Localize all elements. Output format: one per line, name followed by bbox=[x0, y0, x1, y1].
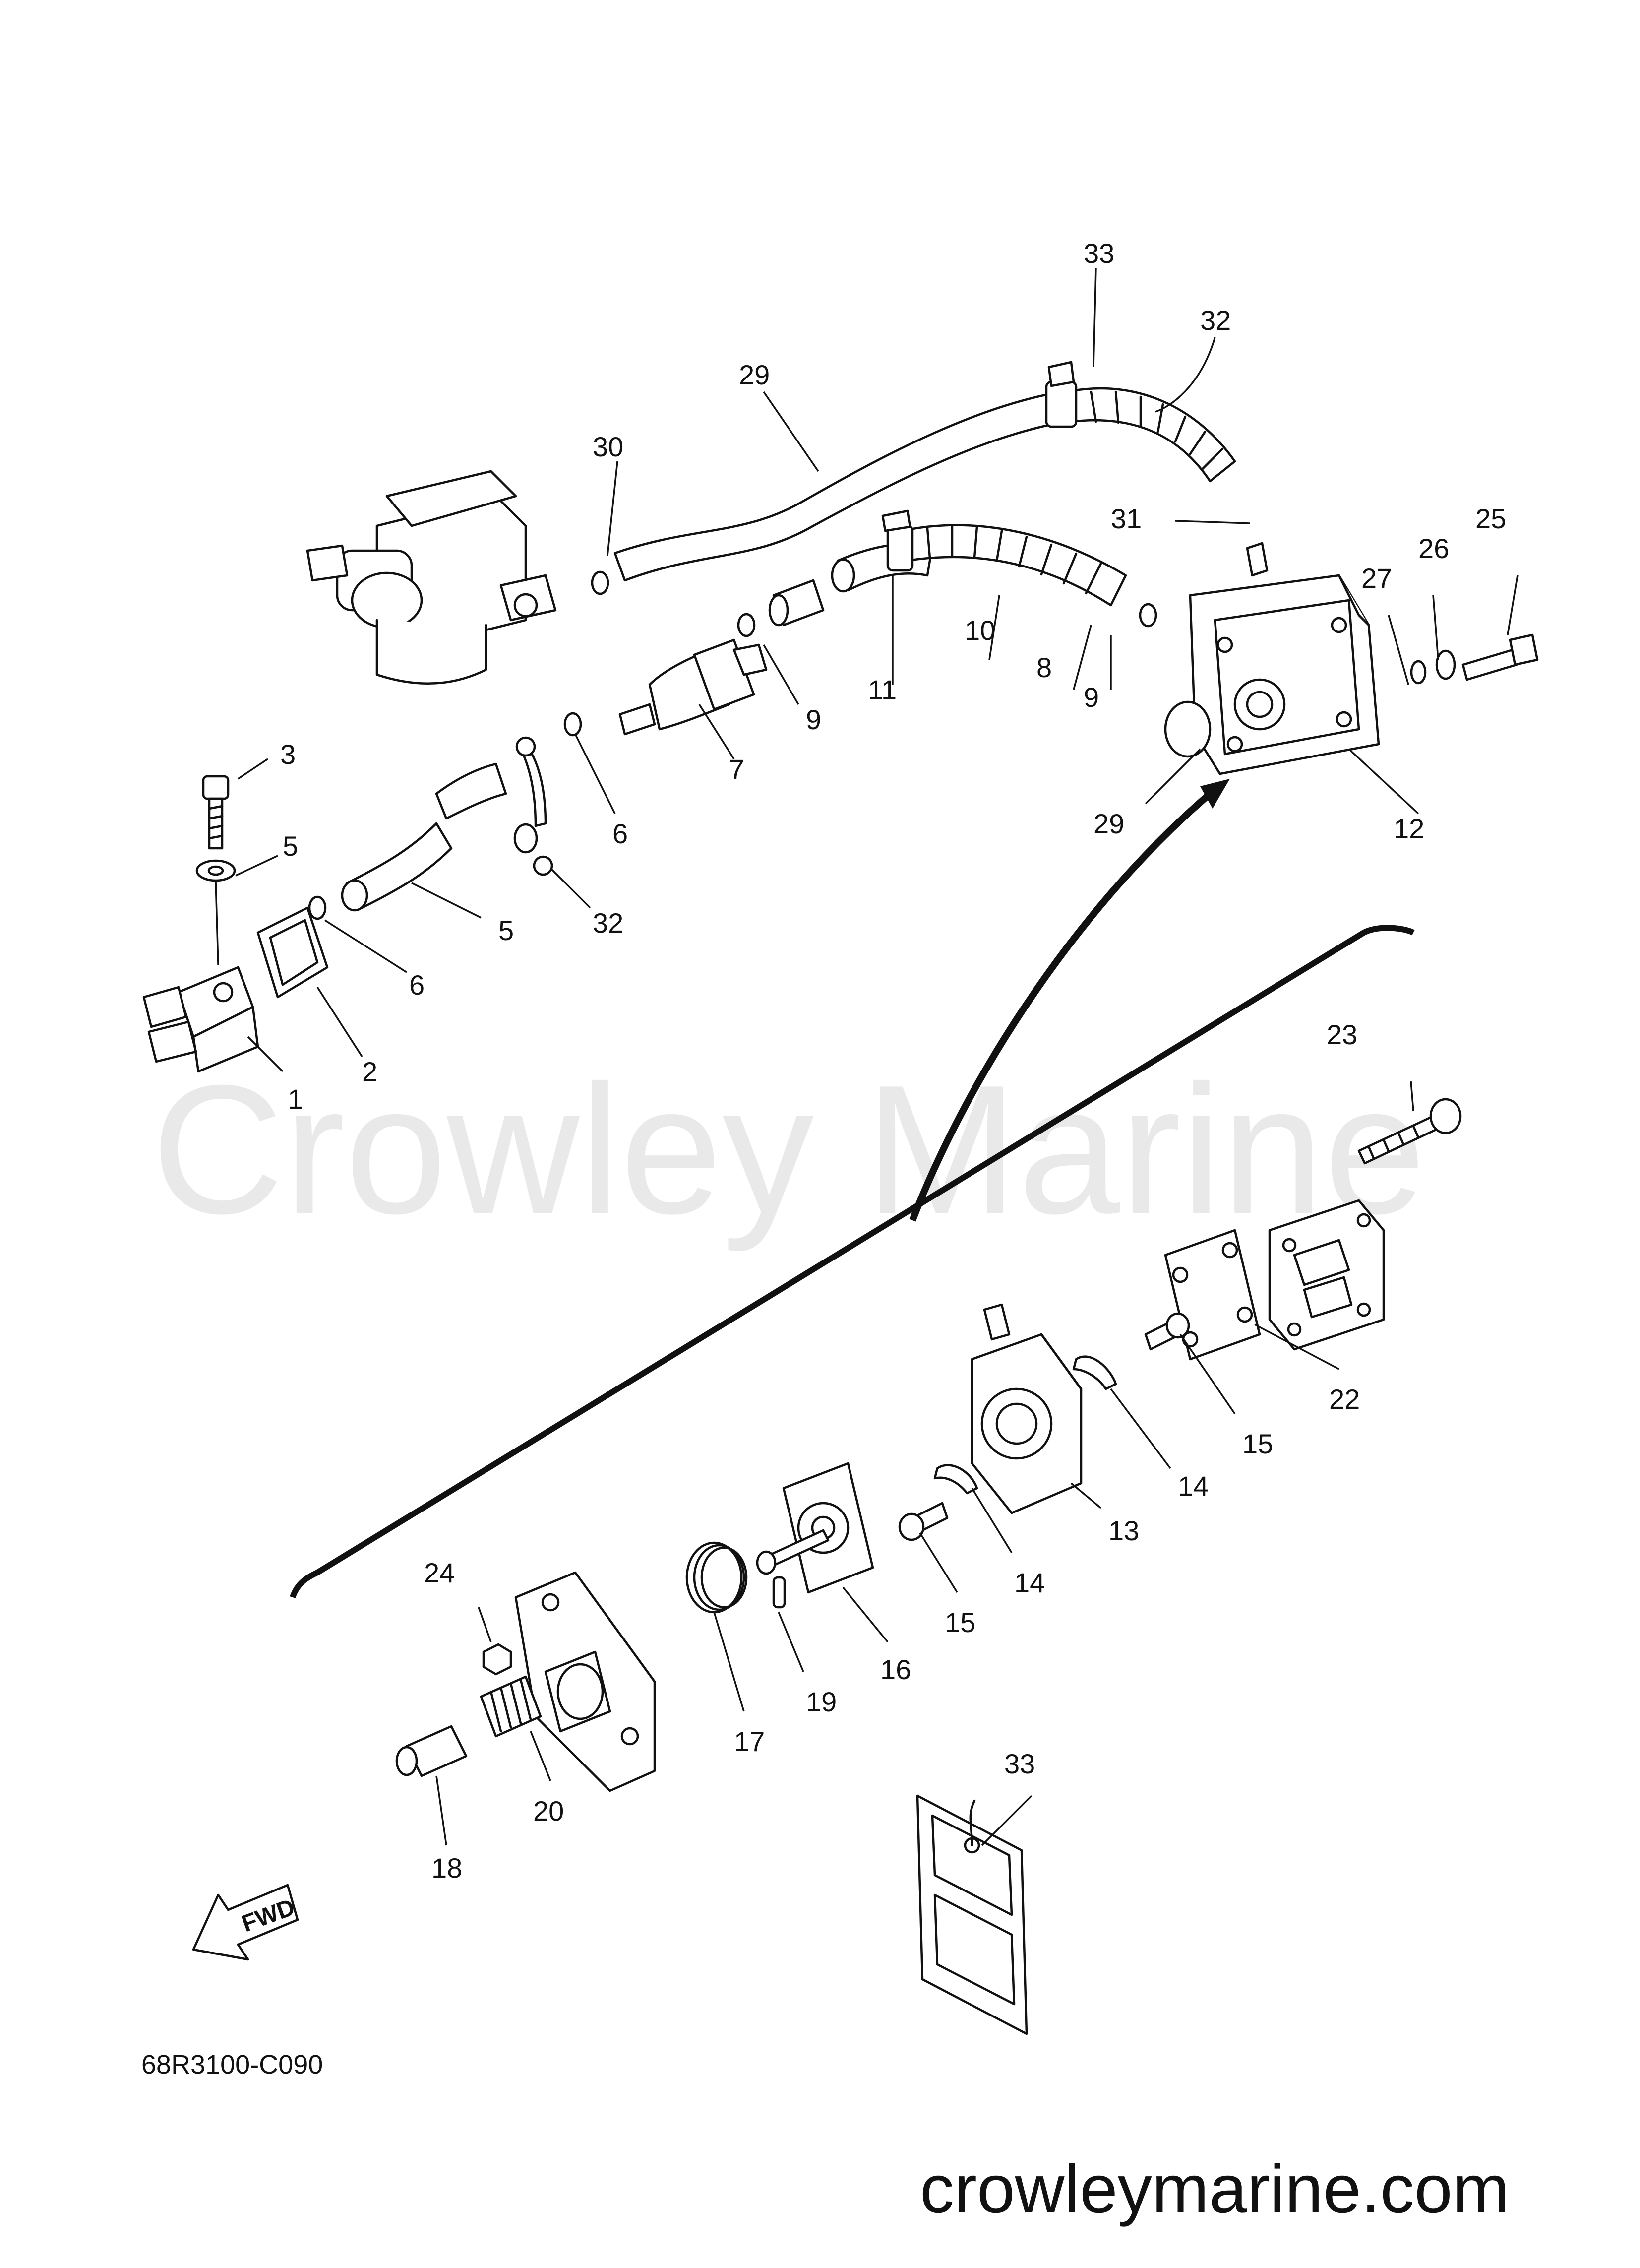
callout-7: 7 bbox=[729, 754, 744, 785]
callout-16: 16 bbox=[880, 1654, 911, 1685]
bolt-24 bbox=[1461, 633, 1539, 681]
callout-9a: 9 bbox=[806, 704, 821, 735]
callout-18: 18 bbox=[431, 1852, 462, 1884]
callout-9b: 9 bbox=[1084, 682, 1099, 713]
fuel-filter bbox=[618, 638, 768, 736]
callout-23: 24 bbox=[424, 1557, 455, 1588]
callout-4: 5 bbox=[283, 830, 298, 862]
callout-15b: 15 bbox=[945, 1607, 975, 1638]
callout-12: 12 bbox=[1394, 813, 1424, 844]
hose-short-9 bbox=[768, 579, 825, 627]
callout-14a: 14 bbox=[1178, 1470, 1209, 1502]
callout-14b: 14 bbox=[1014, 1567, 1045, 1598]
callout-5: 5 bbox=[498, 915, 514, 946]
callout-3: 3 bbox=[280, 739, 296, 770]
o-ring-27 bbox=[1164, 700, 1212, 758]
fwd-arrow: FWD bbox=[192, 1884, 299, 1961]
callout-21: 22 bbox=[1329, 1384, 1360, 1415]
diaphragm-16 bbox=[756, 1462, 874, 1594]
callout-11: 11 bbox=[868, 674, 897, 705]
clips-small bbox=[308, 570, 1157, 920]
callout-27: 29 bbox=[1093, 808, 1124, 839]
callout-25: 26 bbox=[1418, 533, 1449, 564]
flow-arrow bbox=[909, 779, 1230, 1222]
diagram-code: 68R3100-C090 bbox=[141, 2050, 323, 2079]
valve-14b bbox=[933, 1464, 978, 1495]
callout-6a: 6 bbox=[612, 818, 628, 849]
connector-1 bbox=[142, 966, 259, 1073]
hose-10 bbox=[901, 524, 1127, 607]
callout-13: 13 bbox=[1108, 1515, 1139, 1546]
watermark-text: Crowley Marine bbox=[151, 1047, 1426, 1253]
washer-26 bbox=[1410, 660, 1427, 685]
pump-body bbox=[971, 1303, 1083, 1514]
spring-17 bbox=[685, 1541, 748, 1614]
hose-30 bbox=[1065, 387, 1236, 483]
callout-26: 27 bbox=[1361, 563, 1392, 594]
clip-31 bbox=[1045, 361, 1078, 428]
callout-20: 20 bbox=[533, 1795, 564, 1827]
tag-33 bbox=[916, 1794, 1028, 2035]
plug-18 bbox=[395, 1725, 468, 1777]
callout-32: 32 bbox=[593, 907, 623, 939]
bolt-3 bbox=[202, 775, 230, 850]
callout-10: 10 bbox=[965, 615, 995, 646]
callout-24: 25 bbox=[1475, 503, 1506, 534]
valve-14a bbox=[1072, 1355, 1117, 1390]
callout-15a: 15 bbox=[1242, 1428, 1273, 1459]
gasket-2 bbox=[256, 906, 329, 999]
callout-6b: 6 bbox=[409, 969, 425, 1001]
callout-17: 17 bbox=[734, 1726, 765, 1757]
callout-31: 33 bbox=[1084, 238, 1114, 269]
callout-28: 29 bbox=[739, 359, 770, 390]
callout-30: 32 bbox=[1200, 305, 1231, 336]
screw-15a bbox=[1144, 1312, 1190, 1351]
callout-22: 23 bbox=[1327, 1019, 1357, 1050]
screw-15b bbox=[898, 1502, 949, 1541]
carburetor bbox=[306, 470, 557, 685]
bolt-22 bbox=[1357, 1098, 1462, 1165]
fuel-pump bbox=[1189, 542, 1380, 775]
pump-cover bbox=[1268, 1199, 1385, 1351]
callout-33: 33 bbox=[1004, 1748, 1035, 1779]
hose-5 bbox=[341, 762, 507, 912]
clip-32 bbox=[513, 736, 553, 876]
pin-19 bbox=[772, 1576, 786, 1609]
site-footer: crowleymarine.com bbox=[920, 2151, 1510, 2227]
callout-2: 2 bbox=[362, 1056, 377, 1087]
washer-25 bbox=[1435, 649, 1456, 680]
callout-1: 1 bbox=[288, 1083, 303, 1115]
washer-4 bbox=[195, 859, 236, 882]
spring-20 bbox=[480, 1675, 542, 1738]
callout-8: 8 bbox=[1036, 652, 1052, 683]
pump-base bbox=[514, 1571, 656, 1792]
clip-11 bbox=[881, 509, 914, 572]
callout-29a: 30 bbox=[593, 431, 623, 462]
nut-23 bbox=[482, 1643, 512, 1676]
callout-19: 19 bbox=[806, 1686, 837, 1717]
callout-29b: 31 bbox=[1111, 503, 1142, 534]
separator-line bbox=[290, 925, 1415, 1599]
callouts: 33 32 29 30 31 25 26 27 10 8 9 11 9 7 3 … bbox=[235, 238, 1519, 1884]
